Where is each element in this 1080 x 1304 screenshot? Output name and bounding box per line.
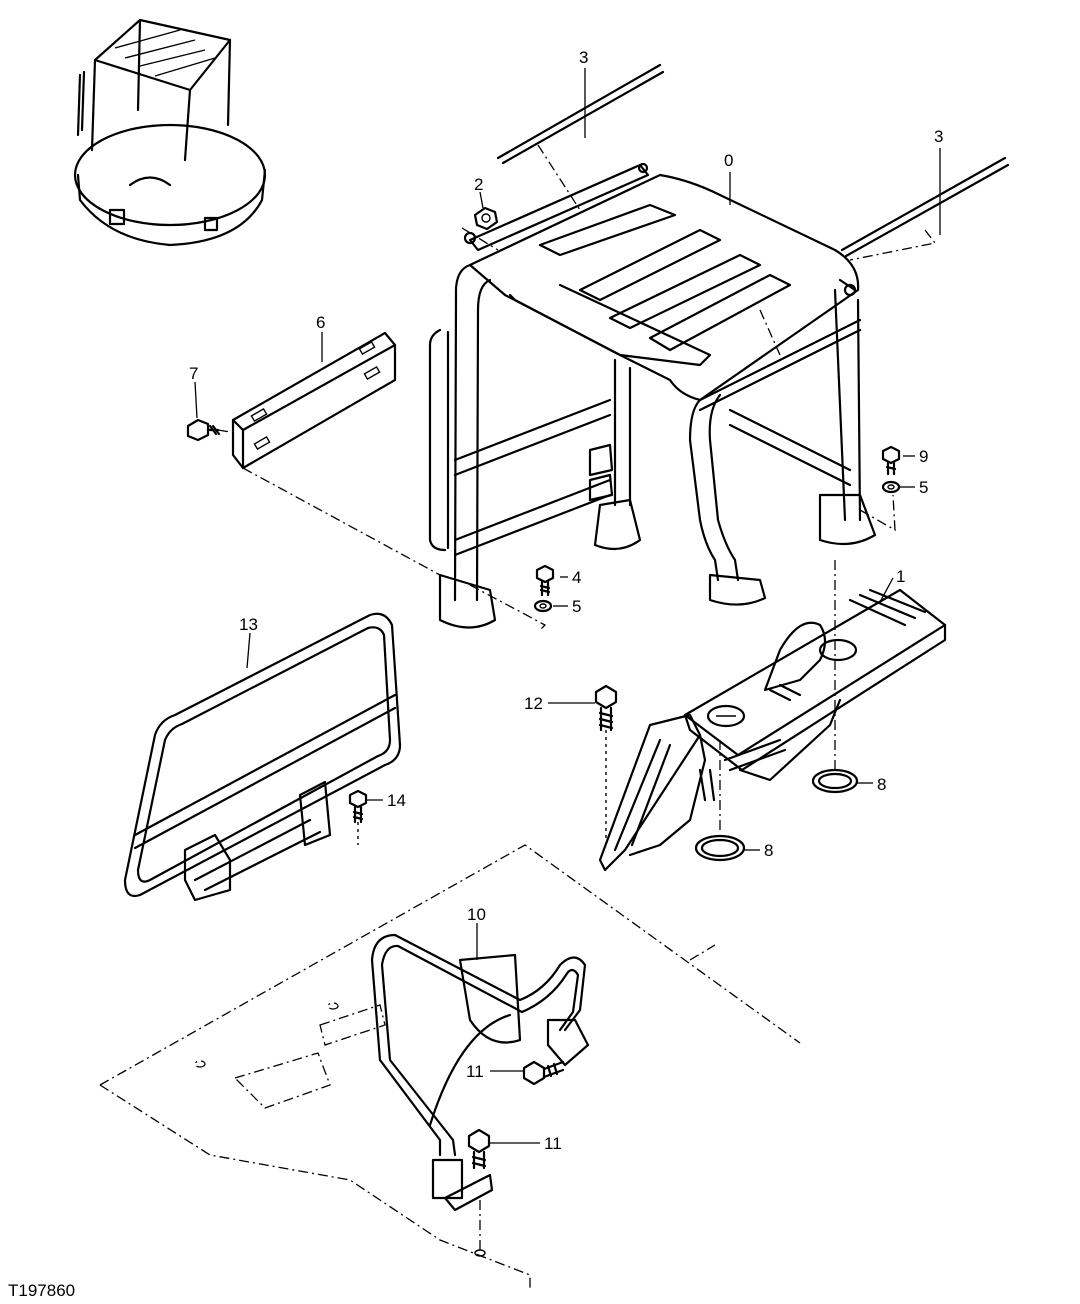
machine-overview-thumbnail — [73, 18, 267, 247]
floor-mat-outline — [99, 844, 801, 1290]
figure-id: T197860 — [8, 1281, 75, 1300]
callout-5-right: 5 — [919, 478, 928, 497]
washer-5-left — [533, 599, 553, 613]
nut — [473, 206, 499, 231]
callout-11-lower: 11 — [544, 1134, 562, 1153]
washer-5-right — [881, 480, 901, 494]
canopy-frame — [428, 162, 877, 629]
rod-upper — [496, 63, 665, 165]
callout-labels: 0 1 2 3 3 4 5 5 6 7 8 8 9 10 11 11 12 13… — [189, 48, 943, 1153]
callout-4: 4 — [572, 568, 581, 587]
callout-14: 14 — [387, 791, 406, 810]
o-ring-lower — [694, 834, 746, 862]
callout-5-left: 5 — [572, 597, 581, 616]
bolt-9 — [881, 445, 901, 476]
floor-plate — [598, 588, 947, 872]
callout-6: 6 — [316, 313, 325, 332]
callout-12: 12 — [524, 694, 543, 713]
callout-11-upper: 11 — [466, 1062, 484, 1081]
callout-8-upper: 8 — [877, 775, 886, 794]
bolt-12 — [594, 684, 618, 732]
bolt-14 — [348, 789, 368, 824]
bolt-7 — [186, 418, 221, 442]
callout-7: 7 — [189, 364, 198, 383]
callout-10: 10 — [467, 905, 486, 924]
callout-3-upper: 3 — [579, 48, 588, 67]
o-ring-upper — [811, 768, 859, 794]
callout-8-lower: 8 — [764, 841, 773, 860]
leader-lines — [194, 68, 941, 1144]
callout-0: 0 — [724, 151, 733, 170]
callout-1: 1 — [896, 567, 905, 586]
mounting-plate — [231, 331, 397, 470]
rod-right — [840, 156, 1010, 258]
bolt-11-upper — [522, 1060, 565, 1086]
side-guard-frame — [123, 612, 402, 902]
callout-9: 9 — [919, 447, 928, 466]
alignment-lines — [217, 144, 937, 1257]
callout-3-right: 3 — [934, 127, 943, 146]
bolt-11-lower — [467, 1128, 491, 1170]
callout-2: 2 — [474, 175, 483, 194]
callout-13: 13 — [239, 615, 258, 634]
handrail — [370, 933, 590, 1212]
bolt-4 — [535, 564, 555, 597]
